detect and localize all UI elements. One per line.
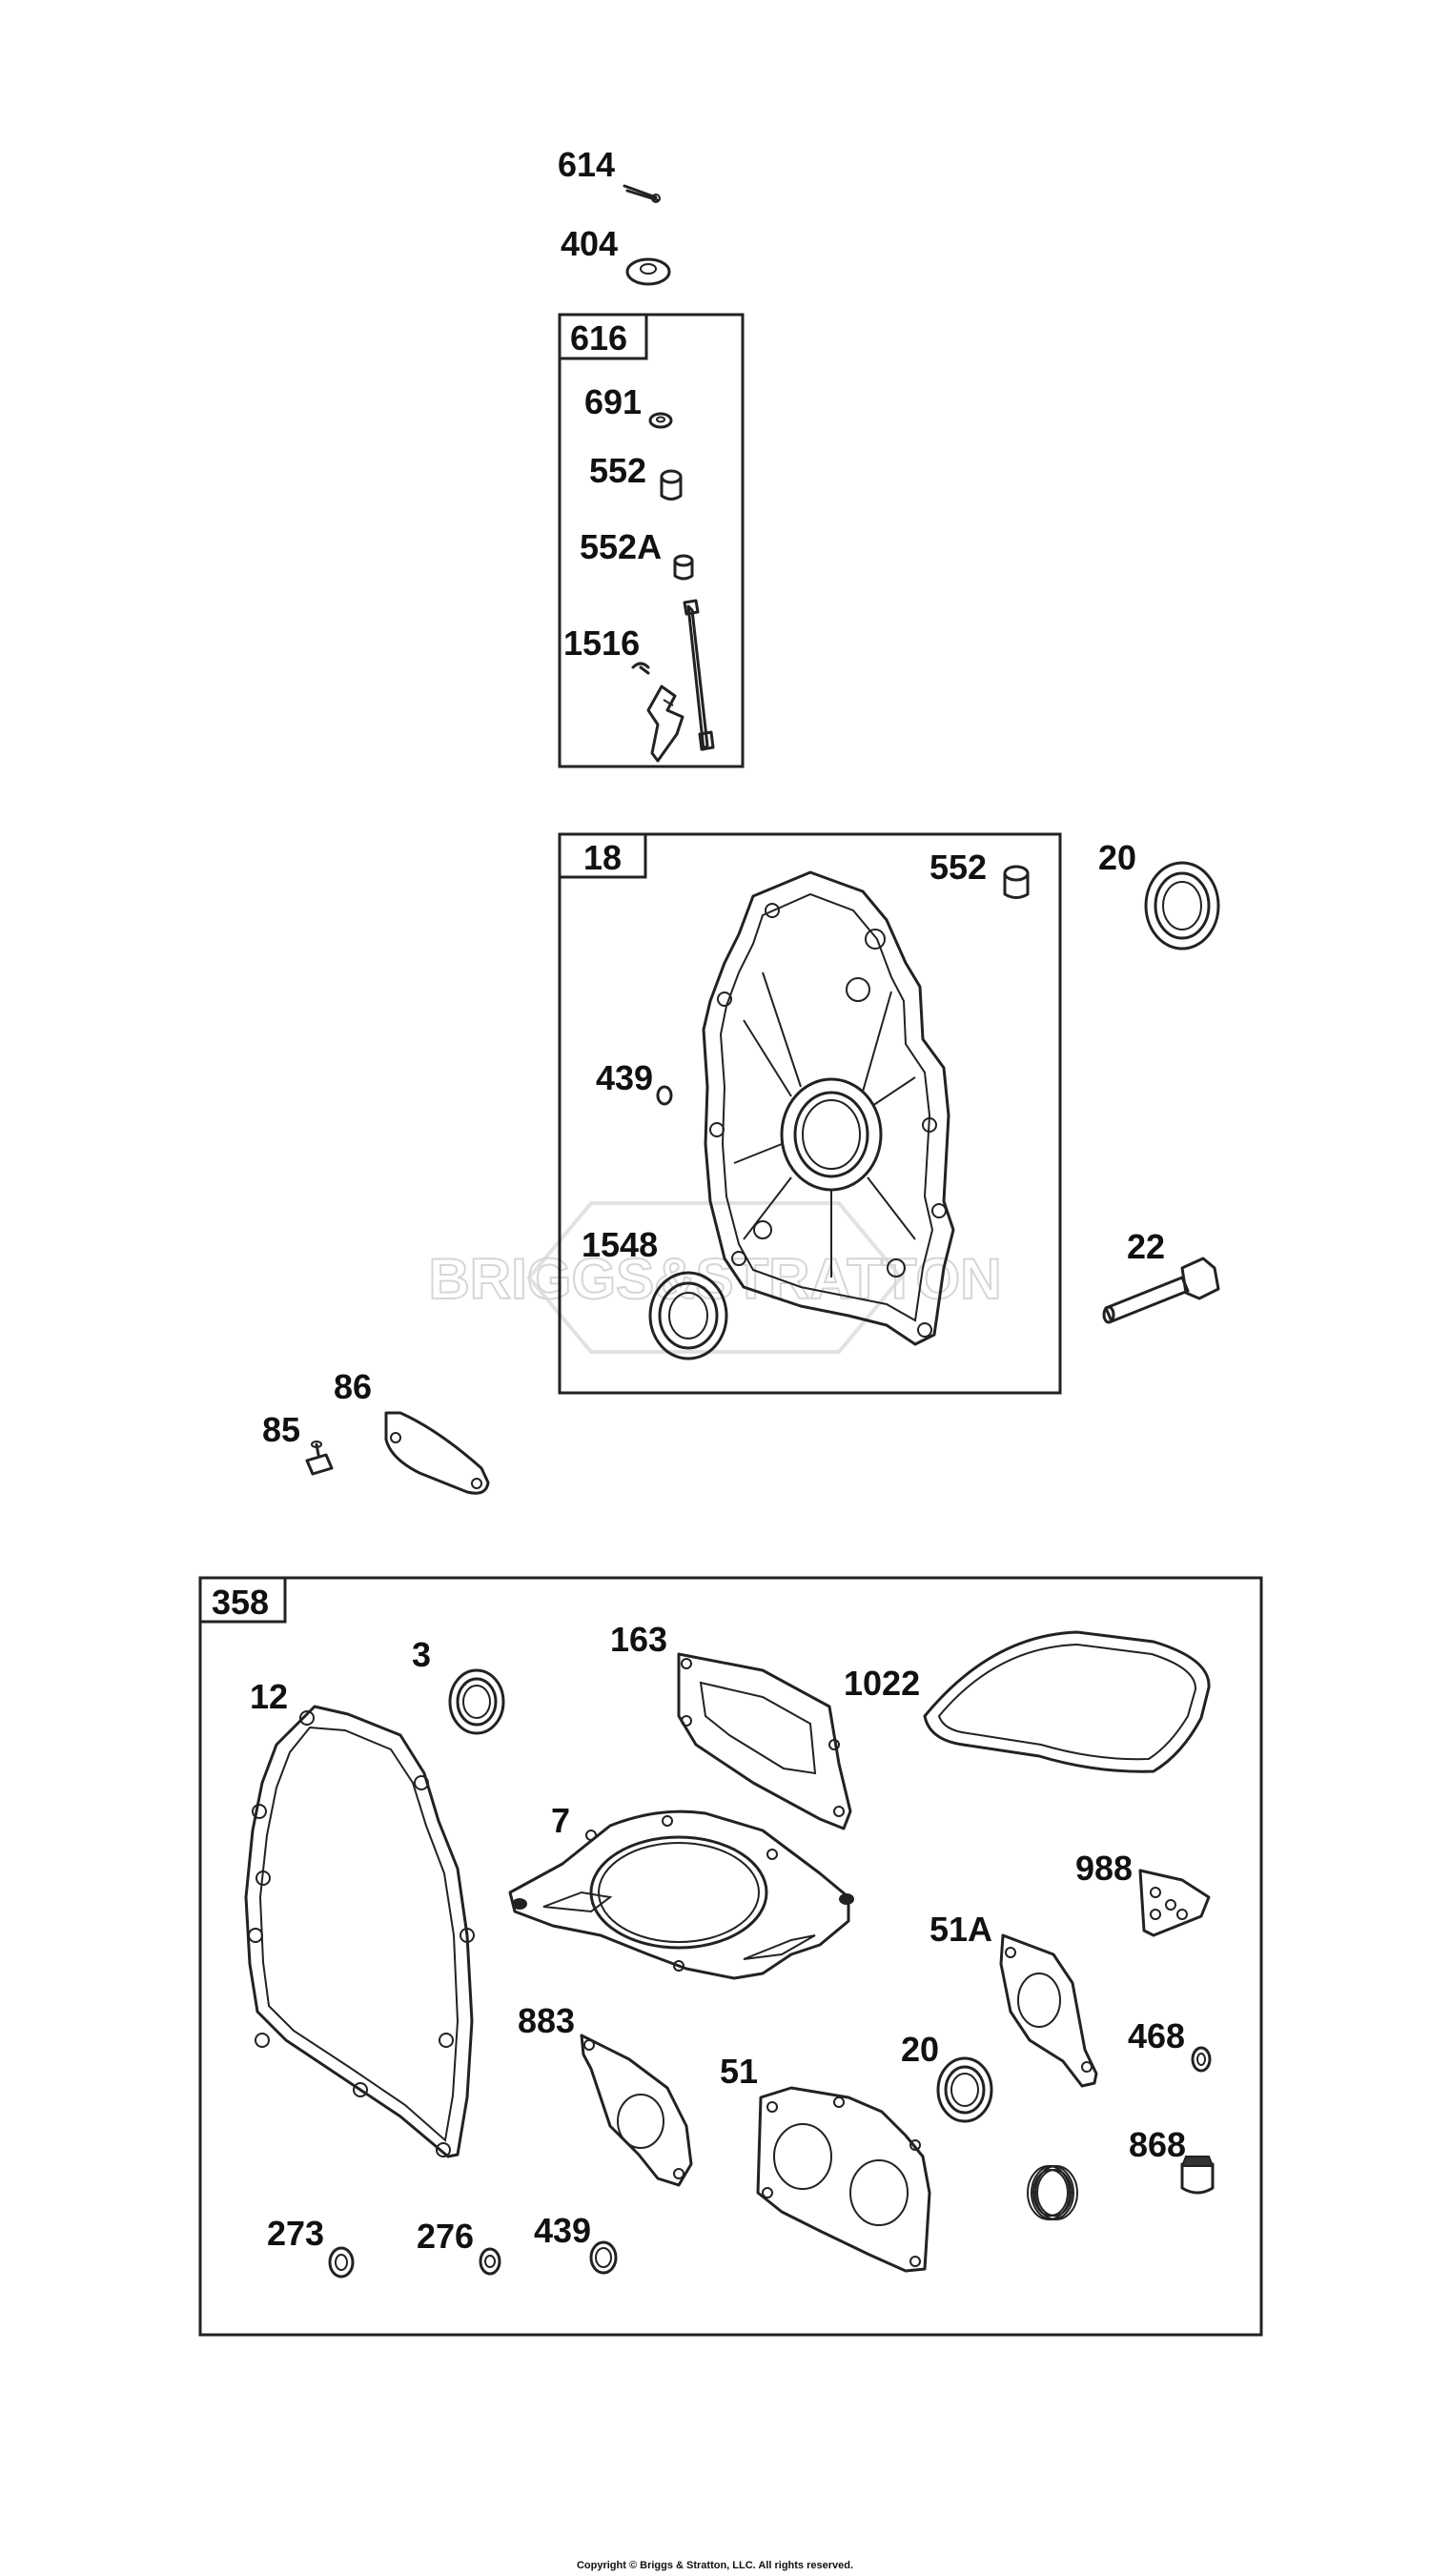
label-1548: 1548 <box>582 1225 658 1264</box>
label-614: 614 <box>558 145 615 184</box>
copyright-notice: Copyright © Briggs & Stratton, LLC. All … <box>577 2560 853 2571</box>
screw-85[interactable] <box>305 1441 334 1476</box>
kit-18-tab <box>558 832 647 879</box>
cotter-pin-614[interactable] <box>623 184 661 203</box>
label-1022: 1022 <box>844 1664 920 1703</box>
kit-358-tab <box>198 1576 287 1624</box>
label-12: 12 <box>250 1677 288 1716</box>
gasket-51[interactable] <box>756 2086 931 2273</box>
kit-358-label: 358 <box>212 1583 269 1622</box>
oil-seal-3[interactable] <box>448 1668 505 1735</box>
crankcase-cover-18[interactable] <box>702 870 955 1346</box>
crankcase-gasket-12[interactable] <box>244 1705 475 2158</box>
label-22: 22 <box>1127 1227 1165 1266</box>
label-85: 85 <box>262 1410 300 1449</box>
label-552-kit616: 552 <box>589 451 646 490</box>
label-883: 883 <box>518 2001 575 2040</box>
valve-spring-coil[interactable] <box>1027 2165 1078 2220</box>
washer-404[interactable] <box>625 257 671 286</box>
oil-seal-20-right[interactable] <box>1144 861 1220 951</box>
kit-358-frame <box>198 1576 1263 2337</box>
label-552-kit18: 552 <box>930 848 987 887</box>
bushing-552-kit616[interactable] <box>660 469 683 501</box>
label-163: 163 <box>610 1620 667 1659</box>
governor-shaft-1516[interactable] <box>631 599 715 763</box>
label-3: 3 <box>412 1635 431 1674</box>
label-691: 691 <box>584 382 642 421</box>
kit-18-label: 18 <box>583 838 622 877</box>
label-468: 468 <box>1128 2016 1185 2055</box>
label-86: 86 <box>334 1367 372 1406</box>
washer-439-lower[interactable] <box>589 2240 618 2275</box>
gasket-988[interactable] <box>1138 1869 1211 1937</box>
label-51: 51 <box>720 2052 758 2091</box>
oil-seal-1548[interactable] <box>648 1271 728 1360</box>
kit-616-label: 616 <box>570 318 627 358</box>
head-gasket-7[interactable] <box>508 1809 854 1980</box>
label-276: 276 <box>417 2217 474 2256</box>
washer-276[interactable] <box>479 2247 501 2276</box>
bushing-552-kit18[interactable] <box>1003 865 1030 899</box>
gasket-51A[interactable] <box>999 1933 1098 2088</box>
label-20-right: 20 <box>1098 838 1136 877</box>
washer-439-kit18[interactable] <box>656 1085 673 1106</box>
label-439-kit18: 439 <box>596 1058 653 1097</box>
valve-seal-868[interactable] <box>1180 2156 1215 2195</box>
label-868: 868 <box>1129 2125 1186 2164</box>
bushing-552A[interactable] <box>673 554 694 581</box>
washer-691[interactable] <box>648 412 673 429</box>
gasket-163[interactable] <box>677 1652 852 1830</box>
washer-468[interactable] <box>1191 2046 1212 2073</box>
label-7: 7 <box>551 1801 570 1840</box>
cover-plate-86[interactable] <box>384 1411 490 1495</box>
washer-273[interactable] <box>328 2246 355 2279</box>
oil-seal-20-lower[interactable] <box>936 2056 993 2123</box>
kit-616-frame <box>558 313 745 768</box>
label-552A: 552A <box>580 527 662 566</box>
kit-18-frame <box>558 832 1062 1395</box>
label-988: 988 <box>1075 1849 1133 1888</box>
label-404: 404 <box>561 224 618 263</box>
label-20-lower: 20 <box>901 2030 939 2069</box>
label-51A: 51A <box>930 1910 992 1949</box>
valve-cover-gasket-1022[interactable] <box>923 1630 1211 1773</box>
bolt-22[interactable] <box>1102 1257 1220 1324</box>
label-273: 273 <box>267 2214 324 2253</box>
gasket-883[interactable] <box>580 2034 693 2187</box>
label-439-lower: 439 <box>534 2211 591 2250</box>
kit-616-tab <box>558 313 648 360</box>
label-1516: 1516 <box>563 624 640 663</box>
